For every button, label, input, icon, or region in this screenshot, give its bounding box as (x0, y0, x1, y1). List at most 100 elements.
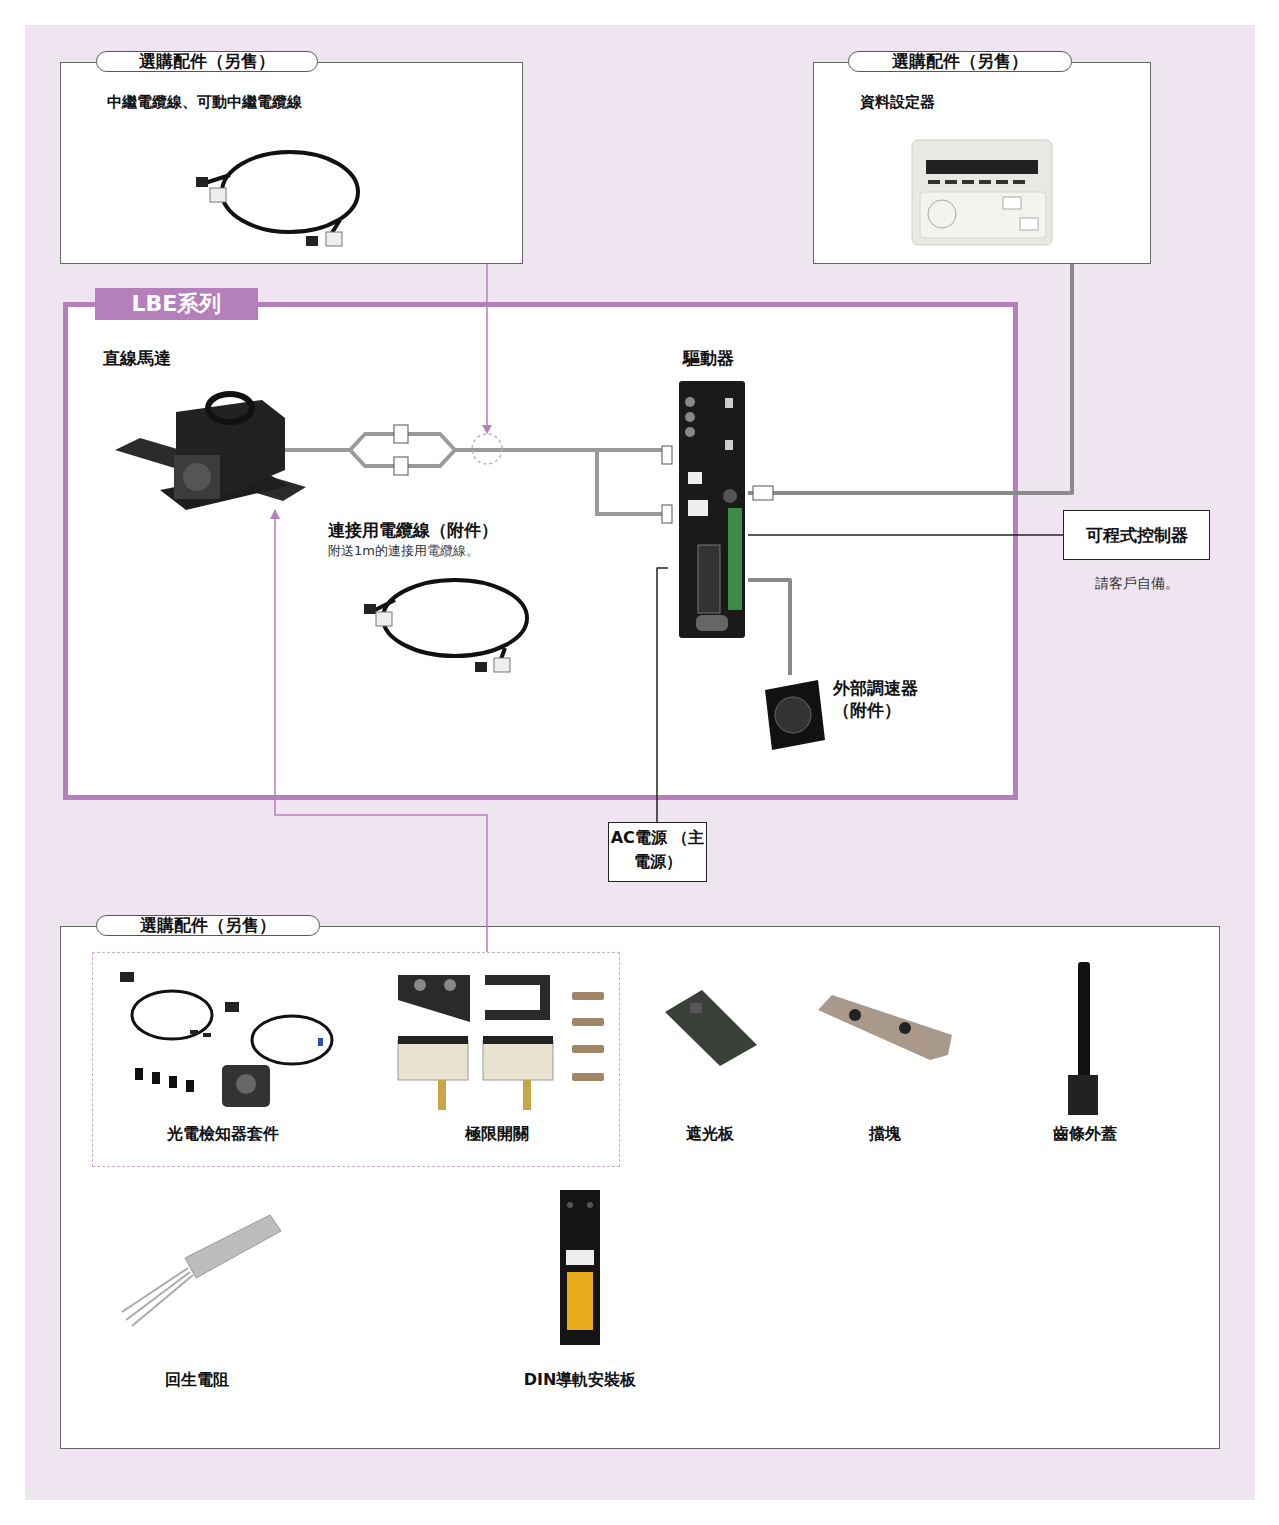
light-shield-plate (665, 990, 757, 1066)
cable-branch (662, 446, 672, 464)
driver-unit-body (685, 397, 695, 407)
driver-unit-body (688, 472, 702, 484)
node-title: 可程式控制器 (1063, 510, 1210, 560)
din-rail-plate (560, 1190, 600, 1345)
light-shield-plate (690, 1003, 702, 1013)
photo-sensor-kit (120, 972, 134, 982)
controller-box: 可程式控制器請客戶自備。 (1063, 510, 1210, 560)
stopper-block (899, 1022, 911, 1034)
connection-cable (475, 662, 487, 672)
operation-unit (1003, 197, 1021, 209)
driver-unit-body (685, 427, 695, 437)
connection-cable (500, 648, 505, 662)
cable-line (748, 264, 1072, 493)
node-title: 選購配件（另售） (96, 51, 318, 72)
limit-switch (398, 975, 604, 1110)
limit-switch (572, 1073, 604, 1081)
photo-sensor-kit (203, 1033, 211, 1037)
cable-branch (350, 425, 773, 523)
limit-switch (523, 1080, 531, 1110)
driver-unit-body (696, 615, 728, 631)
cable-branch (662, 505, 672, 523)
cable-branch (753, 486, 773, 500)
operation-unit (926, 160, 1038, 174)
linear-motor (208, 394, 252, 422)
driver-unit-body (728, 508, 742, 610)
option-box: 選購配件（另售）光電檢知器套件極限開關 (60, 926, 1220, 1449)
rack-cover (1078, 962, 1090, 1082)
cable-branch (597, 450, 663, 514)
photo-sensor-kit (152, 1072, 160, 1084)
light-shield-plate (665, 990, 757, 1066)
connection-cable (364, 604, 376, 614)
photo-sensor-kit (169, 1076, 177, 1088)
node-text: 請客戶自備。 (1063, 574, 1210, 592)
relay-cable (326, 232, 342, 246)
cable-line (748, 534, 1063, 536)
cable-line (285, 434, 668, 450)
relay-cable (196, 152, 358, 246)
connection-cable (364, 580, 527, 672)
option-box: 選購配件（另售）中繼電纜線、可動中繼電纜線 (60, 62, 523, 264)
speed-controller: 外部調速器 （附件） (760, 675, 935, 755)
node-title: 選購配件（另售） (96, 915, 320, 936)
motor-unit: 直線馬達 (100, 345, 285, 510)
leader-arrow (472, 264, 502, 464)
photo-sensor-kit (186, 1080, 194, 1092)
operation-unit (1020, 218, 1038, 230)
operation-unit (928, 200, 956, 228)
operation-unit (962, 180, 974, 184)
cable-branch (350, 450, 455, 466)
speed-knob (765, 680, 825, 750)
connection-cable (376, 612, 392, 626)
limit-switch (438, 1080, 446, 1110)
driver-unit-body (679, 381, 745, 638)
driver-unit-body (688, 500, 708, 516)
option-box: 選購配件（另售）資料設定器 (813, 62, 1151, 264)
relay-cable (210, 188, 226, 202)
operation-unit (912, 140, 1052, 245)
operation-unit (1013, 180, 1025, 184)
linear-motor (160, 470, 288, 510)
linear-motor (115, 394, 306, 510)
photo-sensor-kit (236, 1074, 256, 1094)
din-rail-plate (567, 1202, 573, 1208)
din-rail-plate (560, 1190, 600, 1345)
din-rail-plate (566, 1250, 594, 1265)
linear-motor (115, 438, 306, 501)
power-box: AC電源 （主電源） (608, 822, 707, 882)
relay-cable (196, 177, 208, 187)
relay-cable (330, 220, 340, 236)
connection-cable (494, 658, 510, 672)
limit-switch (398, 1040, 468, 1080)
node-title: 選購配件（另售） (848, 51, 1072, 72)
driver-unit-body (698, 545, 720, 613)
photo-sensor-kit (135, 1068, 143, 1080)
regenerative-resistor (185, 1215, 281, 1278)
rack-cover (1068, 962, 1098, 1115)
photo-sensor-kit (120, 972, 332, 1107)
driver-unit-body (725, 398, 733, 408)
limit-switch (572, 1018, 604, 1026)
driver-unit-body (725, 440, 733, 450)
leader-arrow (486, 264, 488, 430)
node-title: 驅動器 (683, 347, 734, 369)
photo-sensor-kit (190, 1030, 198, 1034)
limit-switch (398, 1036, 468, 1044)
photo-sensor-kit (222, 1065, 270, 1107)
cable-line (748, 580, 790, 675)
operation-unit (912, 140, 1052, 245)
driver-unit-body (679, 381, 745, 638)
linear-motor (174, 455, 220, 499)
node-title: LBE系列 (95, 288, 258, 320)
node-title: 光電檢知器套件 (123, 1124, 323, 1145)
stopper-block (849, 1009, 861, 1021)
relay-cable (306, 236, 318, 246)
connection-cable (375, 600, 395, 610)
series-frame: LBE系列直線馬達驅動器外部調速器 （附件） (63, 302, 1018, 800)
limit-switch (444, 979, 456, 991)
limit-switch (483, 1036, 553, 1044)
limit-switch (572, 1045, 604, 1053)
regenerative-resistor (122, 1268, 193, 1326)
